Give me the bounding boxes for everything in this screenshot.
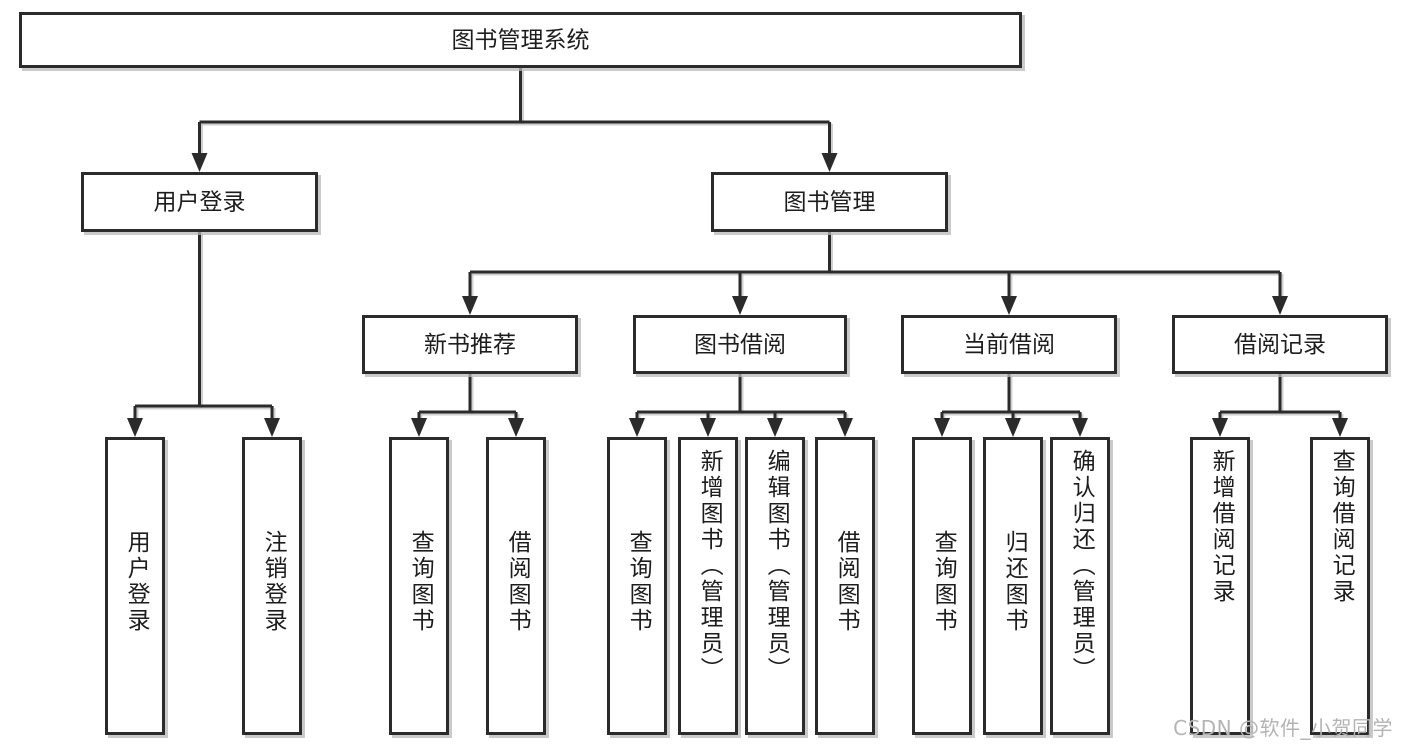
level2-node-label: 借阅记录 [1234,332,1326,358]
level2-node-box[interactable] [1172,315,1388,374]
level2-node-box[interactable] [362,315,578,374]
leaf-node-box[interactable] [983,437,1043,735]
leaf-node-box[interactable] [745,437,805,735]
watermark-text: CSDN @软件_小贺同学 [1173,716,1393,740]
arrow-head-icon [1212,418,1228,437]
leaf-node-box[interactable] [607,437,667,735]
arrow-head-icon [700,418,716,437]
arrow-head-icon [934,418,950,437]
arrow-head-icon [1001,296,1017,315]
level2-node-box[interactable] [633,315,847,374]
leaf-node-box[interactable] [678,437,738,735]
leaf-node-box[interactable] [486,437,546,735]
root-node-label: 图书管理系统 [452,28,590,54]
leaf-node-box[interactable] [105,437,165,735]
arrow-head-icon [462,296,478,315]
level2-node-box[interactable] [901,315,1117,374]
arrow-head-icon [732,296,748,315]
arrow-head-icon [1072,418,1088,437]
arrow-head-icon [1272,296,1288,315]
level1-node-box[interactable] [711,172,948,232]
connector-layer [127,68,1348,437]
level2-node-label: 新书推荐 [424,332,516,358]
level1-node-label: 图书管理 [784,190,876,216]
leaf-node-box[interactable] [912,437,972,735]
arrow-head-icon [1005,418,1021,437]
arrow-head-icon [1332,418,1348,437]
arrow-head-icon [837,418,853,437]
arrow-head-icon [127,418,143,437]
level2-node-label: 当前借阅 [963,332,1055,358]
arrow-head-icon [191,153,208,172]
level1-node-box[interactable] [81,172,318,232]
leaf-node-box[interactable] [1310,437,1370,735]
leaf-node-box[interactable] [242,437,302,735]
level2-node-label: 图书借阅 [694,332,786,358]
leaf-node-box[interactable] [1050,437,1110,735]
arrow-head-icon [629,418,645,437]
arrow-head-icon [411,418,427,437]
arrow-head-icon [767,418,783,437]
level1-node-label: 用户登录 [154,190,246,216]
leaf-node-box[interactable] [1190,437,1250,735]
arrow-head-icon [508,418,524,437]
arrow-head-icon [264,418,280,437]
leaf-node-box[interactable] [389,437,449,735]
arrow-head-icon [821,153,838,172]
root-node-box[interactable] [19,12,1022,68]
leaf-node-box[interactable] [815,437,875,735]
